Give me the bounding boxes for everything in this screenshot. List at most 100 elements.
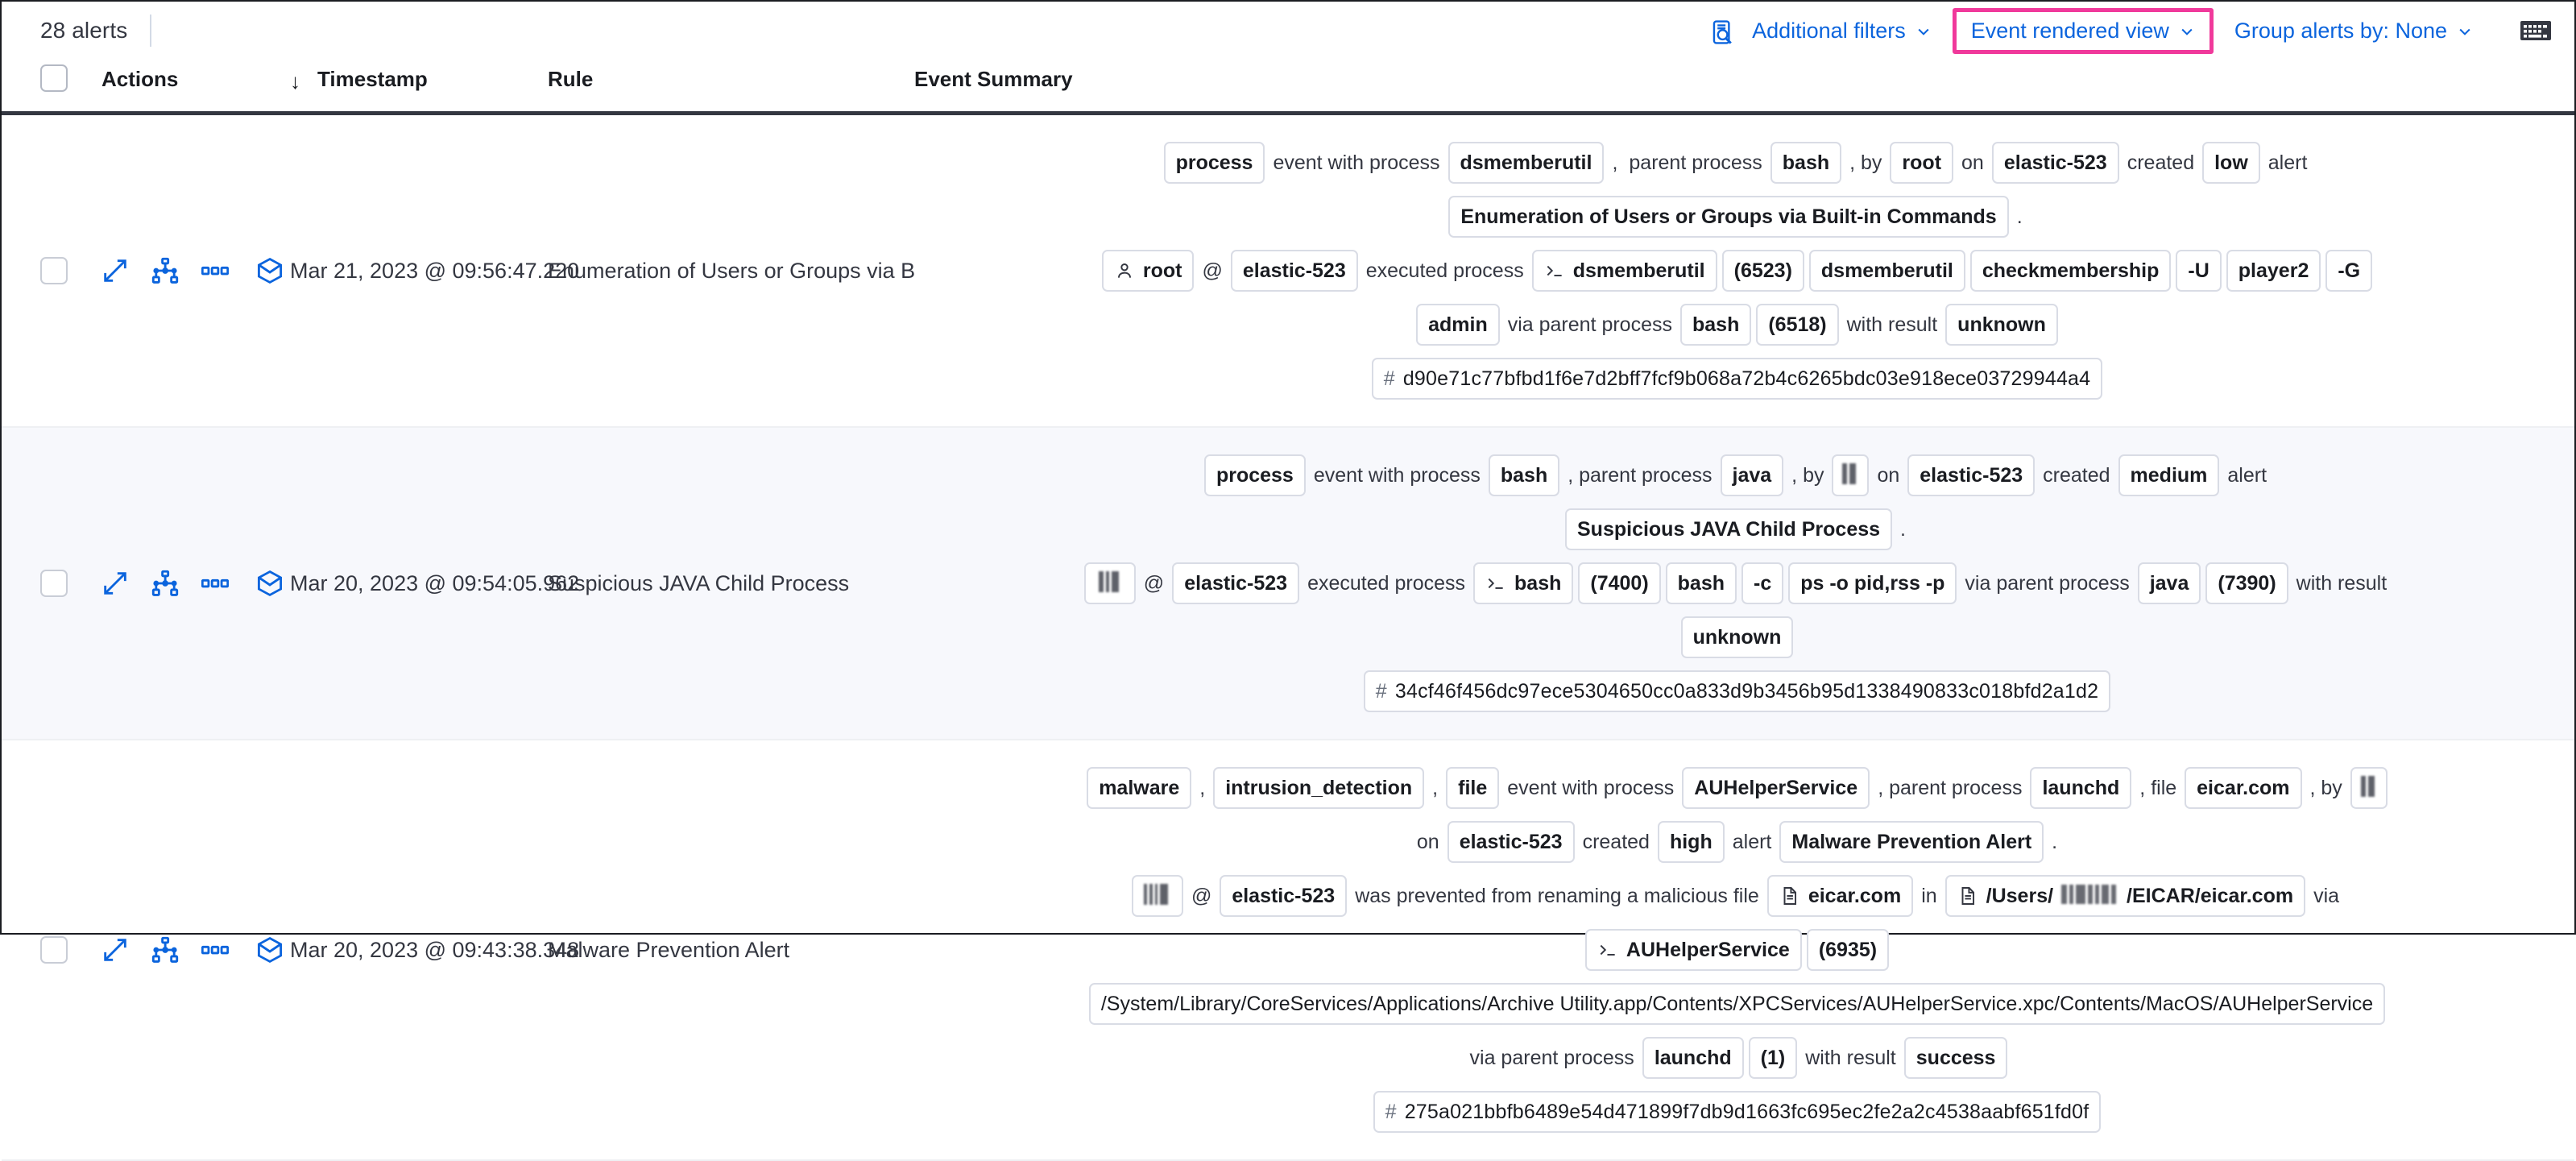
summary-token[interactable]: unknown <box>1945 304 2058 346</box>
summary-token[interactable]: file <box>1446 767 1500 809</box>
rule-value[interactable]: Enumeration of Users or Groups via Bui <box>548 258 914 283</box>
summary-token[interactable]: -G <box>2325 250 2373 292</box>
expand-icon[interactable] <box>101 936 129 964</box>
summary-token[interactable]: AUHelperService <box>1682 767 1870 809</box>
summary-token[interactable]: (1) <box>1748 1037 1798 1079</box>
summary-text: executed process <box>1365 259 1524 282</box>
summary-token[interactable]: elastic-523 <box>1991 142 2119 184</box>
select-all-header <box>2 60 68 114</box>
summary-line: unknown <box>914 613 2560 661</box>
summary-token[interactable]: bash <box>1680 304 1752 346</box>
summary-token[interactable]: (6518) <box>1756 304 1839 346</box>
event-hash-token[interactable]: #34cf46f456dc97ece5304650cc0a833d9b3456b… <box>1363 670 2111 712</box>
summary-token[interactable]: Enumeration of Users or Groups via Built… <box>1448 196 2009 238</box>
event-hash-token[interactable]: #d90e71c77bfbd1f6e7d2bff7fcf9b068a72b4c6… <box>1371 358 2103 400</box>
expand-icon[interactable] <box>101 570 129 597</box>
row-select-checkbox[interactable] <box>40 257 68 284</box>
additional-filters-button[interactable]: Additional filters <box>1737 10 1946 52</box>
summary-token[interactable]: bash <box>1488 454 1560 496</box>
token-label: launchd <box>2042 777 2120 799</box>
summary-token[interactable]: process <box>1163 142 1265 184</box>
summary-token[interactable]: intrusion_detection <box>1213 767 1425 809</box>
analyzer-icon[interactable] <box>151 257 179 284</box>
summary-token[interactable]: low <box>2202 142 2260 184</box>
expand-icon[interactable] <box>101 257 129 284</box>
summary-token[interactable]: elastic-523 <box>1230 250 1358 292</box>
summary-token[interactable]: medium <box>2118 454 2220 496</box>
redacted-token[interactable] <box>2350 767 2388 809</box>
analyzer-icon[interactable] <box>151 570 179 597</box>
rule-value[interactable]: Malware Prevention Alert <box>548 937 790 962</box>
summary-token[interactable]: elastic-523 <box>1172 562 1300 604</box>
token-label: elastic-523 <box>1242 259 1346 282</box>
summary-token[interactable]: (7390) <box>2205 562 2288 604</box>
summary-token[interactable]: java <box>1720 454 1784 496</box>
file-path-token[interactable]: /Users//EICAR/eicar.com <box>1944 875 2306 917</box>
summary-token[interactable]: high <box>1657 821 1725 863</box>
more-actions-icon[interactable] <box>201 936 234 964</box>
summary-token[interactable]: launchd <box>2030 767 2132 809</box>
summary-text: . <box>1900 518 1906 541</box>
summary-token[interactable]: elastic-523 <box>1447 821 1575 863</box>
session-view-icon[interactable] <box>256 936 284 964</box>
session-view-icon[interactable] <box>256 257 284 284</box>
summary-token[interactable]: java <box>2137 562 2201 604</box>
select-all-checkbox[interactable] <box>40 64 68 92</box>
summary-token[interactable]: process <box>1203 454 1306 496</box>
more-actions-icon[interactable] <box>201 570 234 597</box>
inspect-icon[interactable] <box>1710 19 1737 46</box>
summary-token[interactable]: root <box>1101 250 1195 292</box>
summary-token[interactable]: success <box>1903 1037 2008 1079</box>
summary-token[interactable]: eicar.com <box>1766 875 1914 917</box>
event-rendered-view-button[interactable]: Event rendered view <box>1965 17 2201 45</box>
summary-token[interactable]: (6523) <box>1721 250 1804 292</box>
summary-token[interactable]: -U <box>2176 250 2222 292</box>
summary-token[interactable]: dsmemberutil <box>1447 142 1605 184</box>
token-label: Suspicious JAVA Child Process <box>1577 518 1881 541</box>
summary-token[interactable]: dsmemberutil <box>1531 250 1717 292</box>
timestamp-header[interactable]: ↓Timestamp <box>290 60 548 114</box>
keyboard-shortcuts-icon[interactable] <box>2520 18 2552 44</box>
summary-token[interactable]: Suspicious JAVA Child Process <box>1565 508 1893 550</box>
summary-token[interactable]: checkmembership <box>1969 250 2172 292</box>
analyzer-icon[interactable] <box>151 936 179 964</box>
summary-token[interactable]: elastic-523 <box>1220 875 1348 917</box>
summary-line: #d90e71c77bfbd1f6e7d2bff7fcf9b068a72b4c6… <box>914 355 2560 403</box>
summary-token[interactable]: unknown <box>1680 616 1794 658</box>
summary-token[interactable]: /System/Library/CoreServices/Application… <box>1088 983 2386 1025</box>
row-select-checkbox[interactable] <box>40 936 68 964</box>
rule-header[interactable]: Rule <box>548 67 594 91</box>
summary-token[interactable]: dsmemberutil <box>1808 250 1965 292</box>
sort-desc-icon: ↓ <box>290 69 300 93</box>
session-view-icon[interactable] <box>256 570 284 597</box>
row-actions-cell <box>64 114 290 428</box>
summary-token[interactable]: root <box>1890 142 1954 184</box>
redacted-token[interactable] <box>1083 562 1136 604</box>
summary-token[interactable]: -c <box>1741 562 1784 604</box>
summary-token[interactable]: player2 <box>2226 250 2321 292</box>
summary-token[interactable]: bash <box>1665 562 1737 604</box>
redacted-token[interactable] <box>1131 875 1183 917</box>
summary-token[interactable]: AUHelperService <box>1584 929 1802 971</box>
group-alerts-by-button[interactable]: Group alerts by: None <box>2220 10 2487 52</box>
summary-token[interactable]: bash <box>1473 562 1574 604</box>
summary-token[interactable]: launchd <box>1642 1037 1744 1079</box>
row-select-checkbox[interactable] <box>40 570 68 597</box>
rule-value[interactable]: Suspicious JAVA Child Process <box>548 570 850 595</box>
summary-token[interactable]: bash <box>1770 142 1842 184</box>
summary-token[interactable]: eicar.com <box>2185 767 2302 809</box>
summary-token[interactable]: Malware Prevention Alert <box>1779 821 2044 863</box>
summary-token[interactable]: admin <box>1416 304 1500 346</box>
summary-token[interactable]: malware <box>1087 767 1192 809</box>
summary-token[interactable]: (7400) <box>1578 562 1661 604</box>
summary-token[interactable]: ps -o pid,rss -p <box>1788 562 1957 604</box>
summary-token[interactable]: (6935) <box>1806 929 1890 971</box>
rule-cell: Enumeration of Users or Groups via Bui <box>548 114 914 428</box>
summary-token[interactable]: elastic-523 <box>1907 454 2036 496</box>
more-actions-icon[interactable] <box>201 257 234 284</box>
redacted-token[interactable] <box>1832 454 1870 496</box>
event-hash-token[interactable]: #275a021bbfb6489e54d471899f7db9d1663fc69… <box>1373 1091 2102 1133</box>
